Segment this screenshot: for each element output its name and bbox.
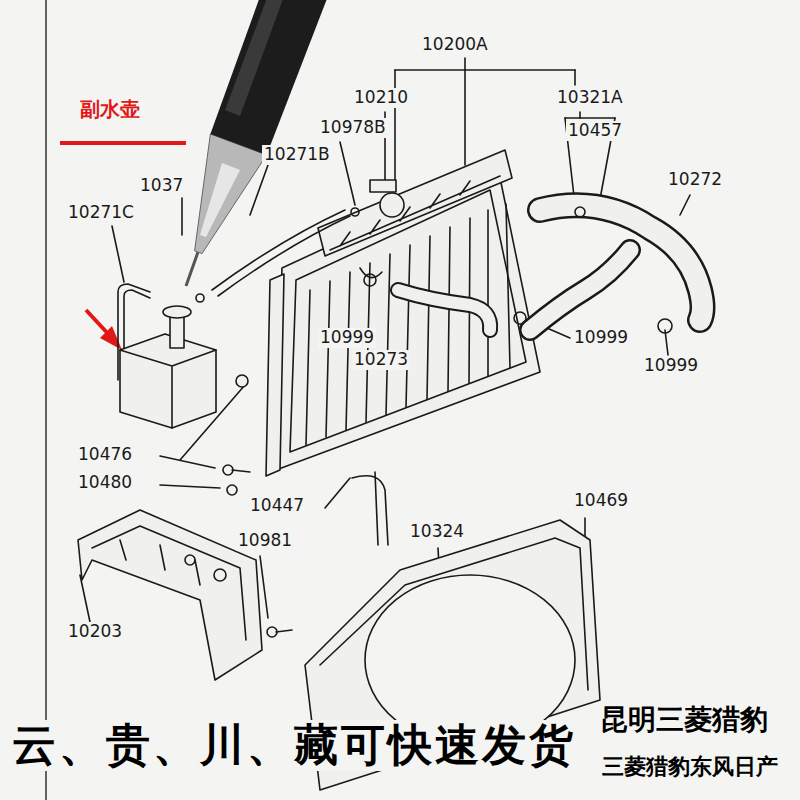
callout-number: 10476 <box>76 445 134 465</box>
callout-number: 10272 <box>666 170 724 190</box>
shipping-banner: 云、贵、川、藏可快速发货 <box>10 720 578 771</box>
callout-number: 10978B <box>318 118 388 138</box>
callout-number: 10999 <box>572 328 630 348</box>
callout-number: 10469 <box>572 491 630 511</box>
red-underline <box>60 141 186 145</box>
callout-number: 10457 <box>566 121 624 141</box>
ballpoint-pen <box>186 0 335 286</box>
page-border <box>45 0 47 800</box>
callout-number: 10271B <box>262 145 332 165</box>
callout-number: 10981 <box>236 531 294 551</box>
callout-number: 10999 <box>642 356 700 376</box>
callout-number: 10447 <box>248 496 306 516</box>
callout-number: 1037 <box>138 176 185 196</box>
callout-number: 10210 <box>352 88 410 108</box>
callout-number: 10273 <box>352 350 410 370</box>
callout-number: 10271C <box>66 203 136 223</box>
red-arrow <box>86 310 122 350</box>
radiator <box>266 150 540 545</box>
part-name-red: 副水壶 <box>78 98 142 121</box>
shop-name: 昆明三菱猎豹 <box>598 704 770 736</box>
callout-number: 10203 <box>66 622 124 642</box>
callout-number: 10480 <box>76 473 134 493</box>
callout-number: 10321A <box>555 88 625 108</box>
callout-number: 10324 <box>408 522 466 542</box>
callout-number: 10200A <box>420 35 490 55</box>
reservoir-tank <box>120 294 250 495</box>
shop-subtitle: 三菱猎豹东风日产 <box>600 754 780 779</box>
callout-number: 10999 <box>318 328 376 348</box>
